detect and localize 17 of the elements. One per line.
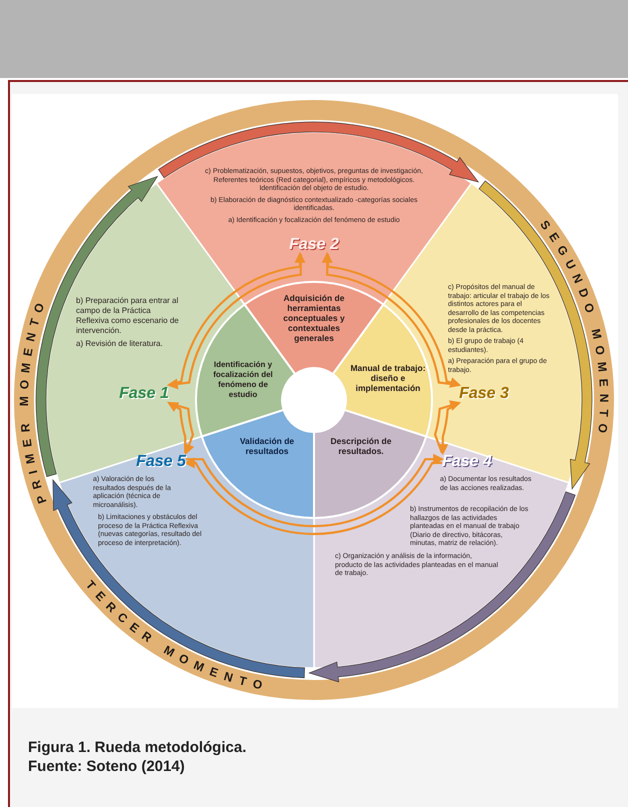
- step-text: a) Revisión de literatura.: [76, 339, 164, 349]
- segment-label: Descripción de resultados.: [322, 434, 400, 458]
- source-text: Fuente: Soteno (2014): [28, 757, 186, 776]
- phase-label: Fase 2: [289, 236, 339, 254]
- phase-label: Fase 5: [136, 453, 186, 471]
- phase-label: Fase 3: [459, 385, 509, 403]
- segment-label: Adquisición de herramientas conceptuales y contextuales generales: [270, 292, 358, 344]
- phase-label: Fase 4: [442, 453, 492, 471]
- caption-text: Figura 1. Rueda metodológica.: [28, 738, 246, 757]
- arrow: [186, 454, 444, 527]
- step-text: b) Preparación para entrar al campo de la Práctica Reflexiva como escenario de intervención.: [76, 296, 180, 336]
- segment-label: Identificación y focalización del fenómeno de estudio: [204, 358, 282, 402]
- segment-label: Manual de trabajo: diseño e implementación: [350, 358, 426, 398]
- segment-label: Validación de resultados: [228, 434, 306, 458]
- arrow: [184, 457, 442, 535]
- arrow: [167, 402, 186, 453]
- phase-label: Fase 1: [119, 385, 169, 403]
